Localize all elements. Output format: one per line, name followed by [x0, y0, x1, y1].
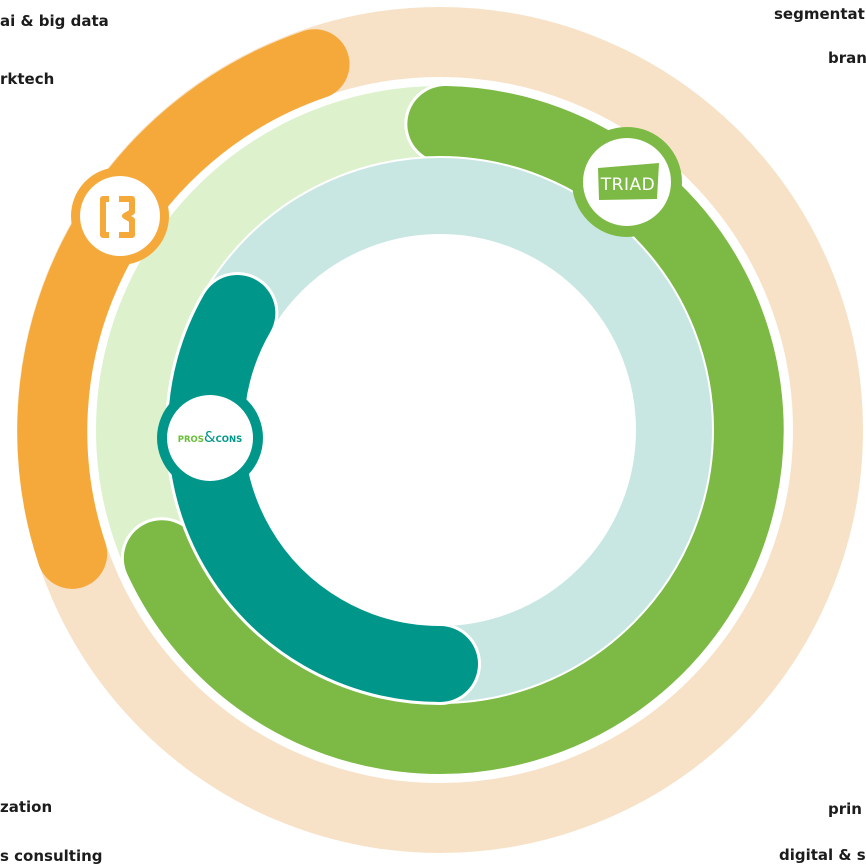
- label-marktech: rktech: [0, 70, 55, 88]
- label-print: prin: [828, 800, 862, 818]
- pros-cons-logo-text: PROS&CONS: [178, 428, 243, 446]
- orange-arc: [17, 29, 350, 589]
- triad-logo-badge[interactable]: TRIAD: [572, 127, 682, 237]
- label-ai-big-data: ai & big data: [0, 12, 109, 30]
- label-branding: bran: [828, 49, 866, 67]
- label-digital: digital & s: [779, 846, 866, 864]
- brand-logo-badge[interactable]: [71, 167, 169, 265]
- pros-text: PROS: [178, 435, 204, 445]
- pros-cons-logo-badge[interactable]: PROS&CONS: [157, 385, 263, 491]
- bracket-logo-icon: [100, 196, 135, 238]
- triad-tag-icon: [598, 163, 659, 200]
- amp-text: &: [204, 428, 216, 446]
- triad-logo-text: TRIAD: [600, 175, 655, 195]
- label-consulting: s consulting: [0, 847, 103, 865]
- cons-text: CONS: [216, 435, 243, 445]
- teal-arc-fill: [168, 275, 478, 702]
- label-zation: zation: [0, 798, 53, 816]
- label-segmentation: segmentat: [774, 5, 865, 23]
